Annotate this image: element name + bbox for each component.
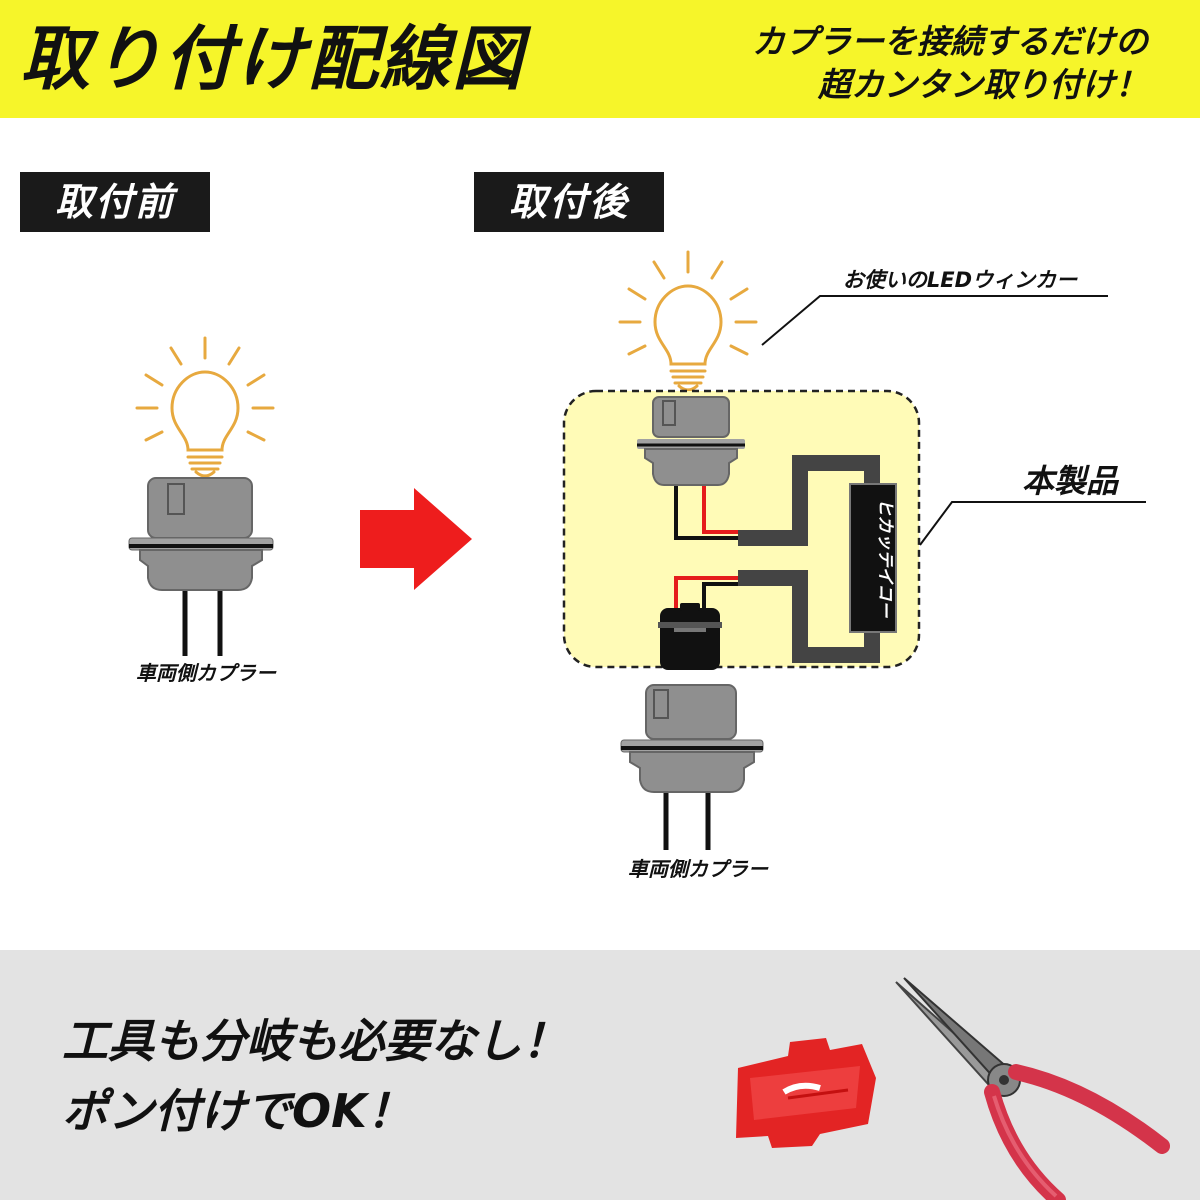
wires	[674, 485, 738, 610]
subtitle-line-2: 超カンタン取り付け！	[818, 65, 1148, 104]
footer-line-1: 工具も分岐も必要なし！	[62, 1014, 568, 1068]
footer-panel: 工具も分岐も必要なし！ ポン付けでOK！	[0, 950, 1200, 1200]
wire-connector-icon	[736, 1038, 876, 1148]
led-leader-line	[761, 295, 1108, 346]
harness-cable	[738, 455, 880, 663]
led-side-coupler	[637, 396, 745, 486]
product-label: 本製品	[1022, 462, 1120, 500]
blinker-module	[849, 483, 897, 633]
module-brand-text: ヒカッテイコー	[875, 499, 895, 619]
module-plug	[658, 603, 722, 670]
footer-line-2: ポン付けでOK！	[62, 1084, 413, 1138]
header-subtitle: カプラーを接続するだけの 超カンタン取り付け！	[752, 20, 1148, 106]
vehicle-coupler-before	[128, 477, 274, 656]
arrow-right-icon	[360, 488, 472, 590]
light-bulb-icon	[618, 250, 758, 392]
after-label: 取付後	[474, 172, 664, 232]
subtitle-line-1: カプラーを接続するだけの	[752, 22, 1148, 61]
page-title: 取り付け配線図	[20, 18, 524, 100]
vehicle-coupler-after	[620, 684, 764, 850]
light-bulb-icon	[135, 336, 275, 478]
header-banner: 取り付け配線図 カプラーを接続するだけの 超カンタン取り付け！	[0, 0, 1200, 118]
pliers-icon	[895, 977, 1170, 1200]
before-label: 取付前	[20, 172, 210, 232]
product-leader-line	[919, 501, 1146, 546]
led-winker-label: お使いのLEDウィンカー	[843, 268, 1078, 292]
wiring-diagram: 車両側カプラー お使いのLEDウィンカー 本製品 ヒカッテ	[128, 250, 1146, 881]
coupler-label-after: 車両側カプラー	[628, 857, 769, 881]
coupler-label-before: 車両側カプラー	[136, 661, 277, 685]
footer-message: 工具も分岐も必要なし！ ポン付けでOK！	[62, 1006, 568, 1146]
